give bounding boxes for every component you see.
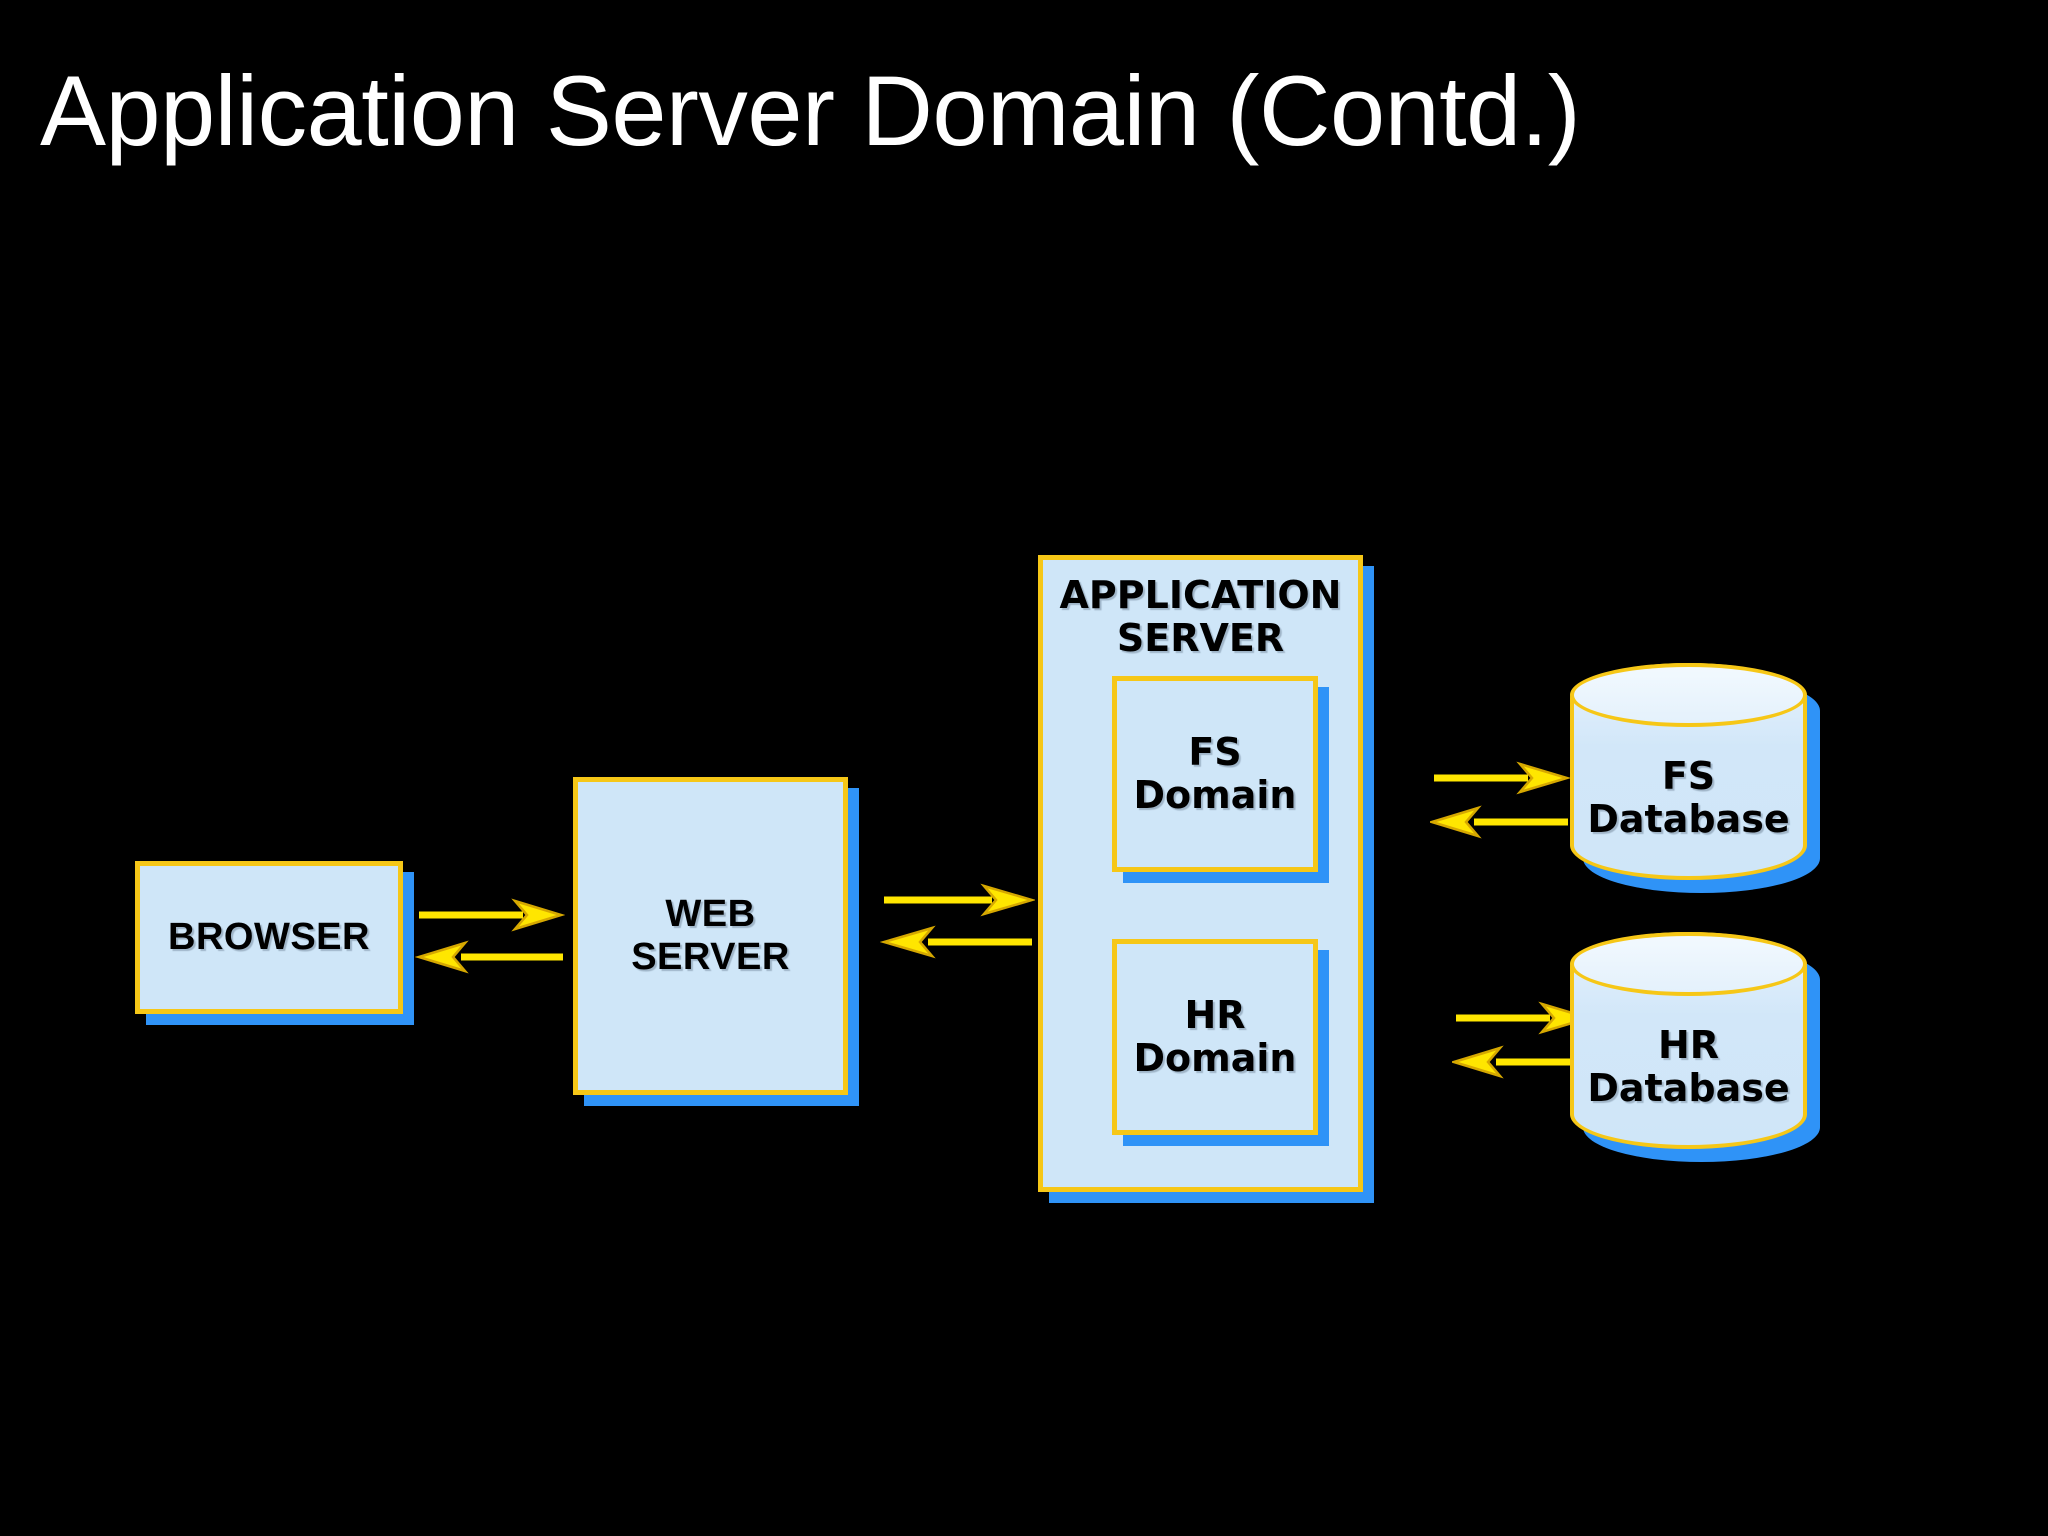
arrow-left-web-server-to-browser xyxy=(415,940,563,974)
node-web-server-label-line2: SERVER xyxy=(631,936,790,978)
node-hr-database-label: HR Database xyxy=(1570,1024,1807,1109)
node-hr-domain-label-line2: Domain xyxy=(1133,1036,1297,1080)
node-browser-body: BROWSER xyxy=(135,861,403,1014)
node-fs-domain-label: FS Domain xyxy=(1134,731,1297,816)
node-web-server-label: WEB SERVER xyxy=(631,893,790,978)
node-browser[interactable]: BROWSER xyxy=(135,861,414,1025)
connector-web-server-to-application-server xyxy=(880,880,1035,970)
node-fs-domain-label-line1: FS xyxy=(1188,730,1242,775)
node-application-server-label: APPLICATION SERVER xyxy=(1043,574,1358,659)
node-hr-domain-body: HR Domain xyxy=(1112,939,1318,1135)
arrow-left-application-server-to-web-server xyxy=(880,925,1032,959)
node-web-server[interactable]: WEB SERVER xyxy=(573,777,859,1106)
node-hr-database-label-line1: HR xyxy=(1657,1023,1720,1067)
node-hr-database-top-ellipse xyxy=(1570,932,1807,996)
node-hr-database-label-line2: Database xyxy=(1587,1065,1790,1110)
connector-fs-domain-to-fs-database xyxy=(1430,760,1570,850)
node-hr-domain[interactable]: HR Domain xyxy=(1112,939,1329,1146)
node-fs-domain-body: FS Domain xyxy=(1112,676,1318,872)
page-title: Application Server Domain (Contd.) xyxy=(40,55,1581,166)
arrow-right-browser-to-web-server xyxy=(419,898,565,932)
node-hr-database[interactable]: HR Database xyxy=(1570,932,1820,1162)
node-fs-database-label-line2: Database xyxy=(1587,796,1790,841)
node-web-server-body: WEB SERVER xyxy=(573,777,848,1095)
node-fs-database-top-ellipse xyxy=(1570,663,1807,727)
connector-browser-to-web-server xyxy=(415,895,565,985)
node-fs-database-label: FS Database xyxy=(1570,755,1807,840)
node-fs-domain[interactable]: FS Domain xyxy=(1112,676,1329,883)
node-browser-label: BROWSER xyxy=(168,916,370,959)
node-fs-database-label-line1: FS xyxy=(1661,754,1716,798)
arrow-left-fs-database-to-fs-domain xyxy=(1430,805,1568,839)
node-fs-domain-label-line2: Domain xyxy=(1133,773,1297,817)
node-web-server-label-line1: WEB xyxy=(665,893,756,936)
node-application-server-label-line1: APPLICATION xyxy=(1059,573,1342,617)
node-hr-domain-label: HR Domain xyxy=(1134,994,1297,1079)
node-hr-domain-label-line1: HR xyxy=(1184,993,1246,1038)
node-application-server-label-line2: SERVER xyxy=(1116,615,1285,660)
arrow-right-fs-domain-to-fs-database xyxy=(1434,761,1570,795)
arrow-right-web-server-to-application-server xyxy=(884,883,1035,917)
node-fs-database[interactable]: FS Database xyxy=(1570,663,1820,893)
